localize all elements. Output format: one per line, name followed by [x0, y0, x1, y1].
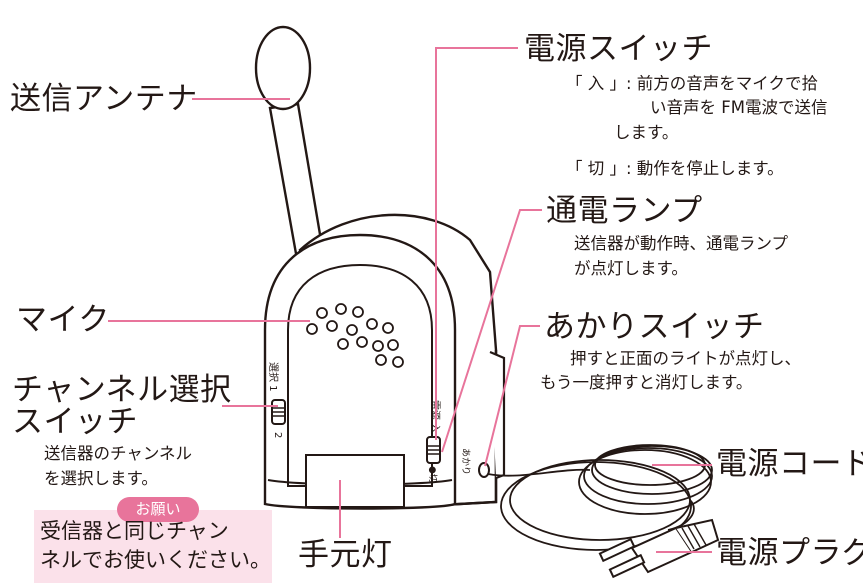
power-switch-label: 電源スイッチ: [524, 31, 713, 67]
power-plug-drawing: [598, 518, 720, 579]
antenna-label: 送信アンテナ: [10, 81, 198, 117]
power-plug-label: 電源プラグ: [716, 535, 863, 571]
channel-switch-desc-2: を選択します。: [44, 469, 158, 488]
light-switch-drawing: あかり: [460, 448, 490, 478]
note-box: [34, 510, 272, 583]
mic-label: マイク: [16, 302, 110, 338]
channel-mark-2-text: 2: [272, 432, 283, 438]
leader-lines: [108, 47, 712, 553]
power-switch-drawing: 電源 入 ●切: [426, 400, 442, 483]
power-lamp-desc-1: 送信器が動作時、通電ランプ: [574, 234, 789, 253]
channel-marks-text: 選択 1: [267, 362, 280, 392]
channel-switch-label-line1: チャンネル選択: [12, 372, 232, 408]
note-line-1: 受信器と同じチャン: [40, 519, 229, 543]
note-badge: お願い: [117, 497, 199, 522]
light-switch-desc-1: 押すと正面のライトが点灯し、: [570, 349, 801, 368]
power-lamp-label: 通電ランプ: [546, 193, 703, 229]
power-off-marking: ●切: [427, 466, 438, 483]
channel-switch-desc-1: 送信器のチャンネル: [44, 444, 193, 463]
light-switch-desc-2: もう一度押すと消灯します。: [540, 373, 753, 392]
power-on-desc-1: 「 入 」: 前方の音声をマイクで拾: [566, 74, 818, 93]
antenna-drawing: [254, 25, 328, 278]
leader-light-switch: [484, 325, 540, 467]
channel-switch-label-line2: スイッチ: [12, 404, 138, 440]
power-off-desc: 「 切 」: 動作を停止します。: [566, 159, 784, 178]
microphone-holes: [306, 303, 404, 368]
hand-light-label: 手元灯: [298, 537, 393, 573]
note-text: 受信器と同じチャン ネルでお使いください。: [40, 517, 271, 575]
leader-power-switch: [435, 47, 518, 440]
power-cord-label: 電源コード: [716, 446, 863, 482]
note-line-2: ネルでお使いください。: [40, 548, 271, 572]
power-on-desc-2: い音声を FM電波で送信: [650, 98, 828, 117]
light-switch-marking: あかり: [460, 448, 471, 475]
light-switch-label: あかりスイッチ: [544, 309, 765, 345]
leader-power-lamp: [441, 209, 542, 453]
power-lamp-desc-2: が点灯します。: [574, 259, 688, 278]
power-on-desc-3: します。: [614, 123, 679, 142]
